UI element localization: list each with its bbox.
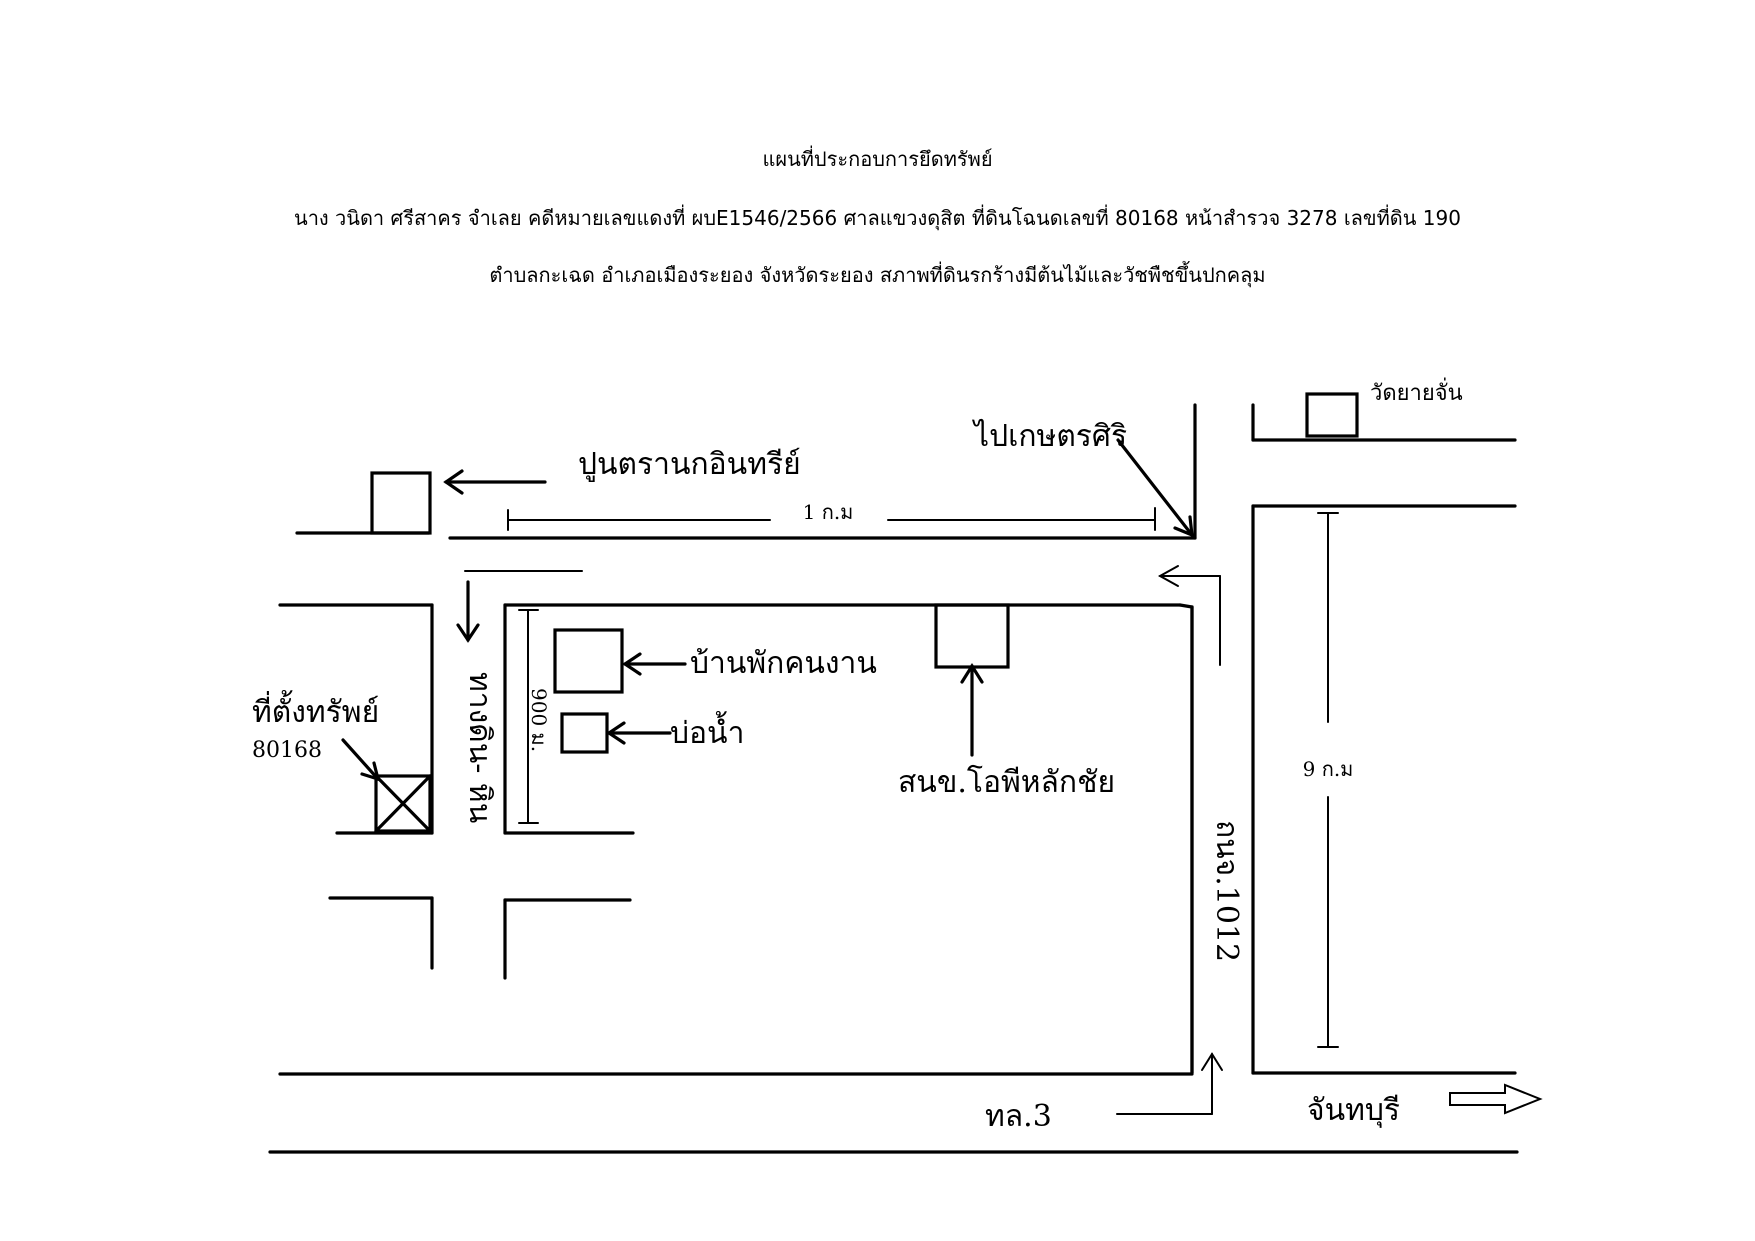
map-title: แผนที่ประกอบการยึดทรัพย์ [762,147,993,171]
cement-factory-arrow [443,469,547,495]
chanthaburi-arrow [1449,1083,1543,1115]
cement-factory-building [370,471,432,535]
water-pond-label: บ่อน้ำ [670,711,744,751]
wat-building [1305,392,1359,438]
to-kaset-siri-label: ไปเกษตรศิริ [972,418,1127,454]
police-station-arrow [960,662,984,757]
distance-1km-marker [507,507,1156,531]
highway-3 [268,1052,1519,1154]
cement-factory-label: ปูนตรานกอินทรีย์ [578,447,801,482]
water-pond-shape [560,712,609,754]
property-location-label: ที่ตั้งทรัพย์ [252,690,379,730]
police-station-label: สนข.โอพีหลักชัย [898,764,1115,800]
wat-yay-chan-label: วัดยายจั่น [1370,377,1463,406]
distance-900m-label: 900 ม. [527,688,551,752]
distance-9km-label: 9 ก.ม [1303,757,1354,781]
gravel-road-arrow [456,580,480,643]
distance-9km-marker [1317,512,1339,1048]
kaset-siri-pointer [1116,438,1194,538]
distance-900m-marker [518,609,539,824]
road-1012 [1157,504,1517,1075]
worker-house-building [553,628,624,694]
property-pointer [341,738,381,782]
water-pond-arrow [606,721,672,745]
property-marker [374,774,432,833]
worker-house-arrow [622,652,687,676]
gravel-road-label: ทางดิน- หิน [462,672,497,823]
deed-number-label: 80168 [252,738,322,763]
case-details: นาง วนิดา ศรีสาคร จำเลย คดีหมายเลขแดงที่… [294,206,1461,230]
distance-1km-label: 1 ก.ม [803,500,854,524]
road-1012-label: ถนจ.1012 [1209,820,1244,962]
highway-3-label: ทล.3 [985,1099,1052,1134]
location-details: ตำบลกะเฉด อำเภอเมืองระยอง จังหวัดระยอง ส… [489,263,1266,287]
police-station-building [934,603,1010,669]
central-block [503,603,1194,1075]
chanthaburi-label: จันทบุรี [1307,1093,1400,1129]
gravel-road [278,603,632,980]
worker-house-label: บ้านพักคนงาน [690,646,877,681]
